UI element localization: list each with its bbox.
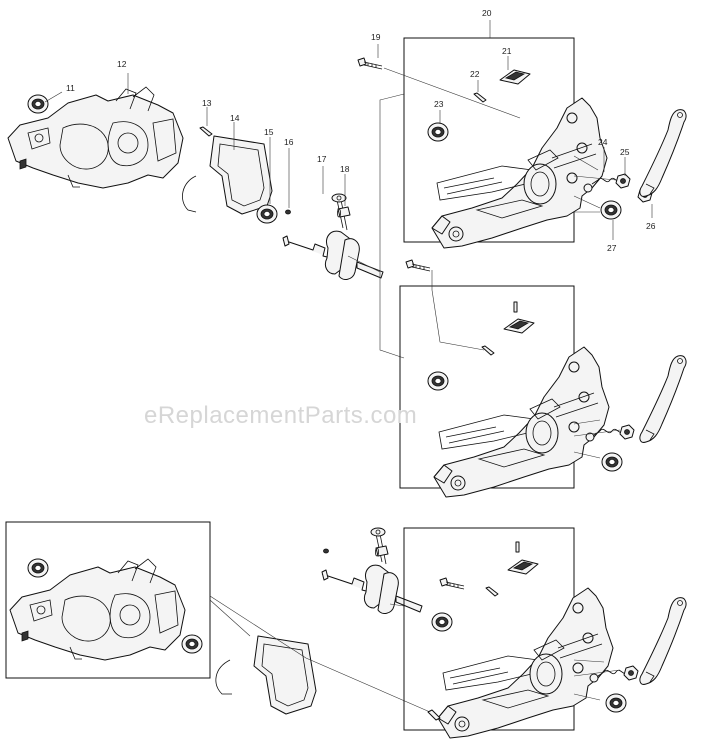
watermark: eReplacementParts.com [144, 402, 417, 429]
crankshaft-part-17 [282, 193, 384, 280]
callout-label-15: 15 [264, 127, 274, 137]
callout-label-23: 23 [434, 99, 444, 109]
seal-part-15 [256, 204, 278, 224]
pin-part-22 [473, 92, 487, 103]
snap-ring-part [182, 175, 197, 213]
callout-label-11: 11 [66, 83, 75, 93]
housing-part-20 [431, 97, 608, 249]
nut-part-25 [615, 173, 631, 189]
callout-label-27: 27 [607, 243, 617, 253]
callout-label-17: 17 [317, 154, 327, 164]
bolt-part [405, 259, 431, 272]
pin-part-13 [199, 126, 213, 137]
callout-label-20: 20 [482, 8, 492, 18]
callout-label-12: 12 [117, 59, 127, 69]
seal-part [27, 558, 49, 578]
seal-part-23 [427, 122, 449, 142]
pin-part [427, 709, 441, 721]
pin-part [513, 301, 518, 313]
lever-part [639, 597, 687, 685]
callout-label-19: 19 [371, 32, 381, 42]
callout-label-24: 24 [598, 137, 608, 147]
callout-label-26: 26 [646, 221, 656, 231]
callout-label-25: 25 [620, 147, 630, 157]
callout-label-14: 14 [230, 113, 240, 123]
gasket-part [253, 635, 317, 715]
crankshaft-part [321, 527, 423, 614]
callout-labels: 11 12 13 14 15 16 17 18 19 20 21 22 23 24 25 26 27 [66, 8, 656, 253]
callout-label-21: 21 [502, 46, 512, 56]
callout-label-16: 16 [284, 137, 294, 147]
housing-part [432, 560, 638, 738]
snap-ring-part [215, 659, 232, 695]
bolt-part [439, 577, 465, 590]
key-part-16 [285, 209, 291, 215]
callout-label-22: 22 [470, 69, 480, 79]
seal-part-27 [600, 200, 622, 220]
sleeve-part-18 [337, 206, 351, 218]
seal-part-11 [27, 94, 49, 114]
callout-label-18: 18 [340, 164, 350, 174]
bolt-part-19 [357, 57, 383, 70]
lever-part [639, 109, 687, 197]
callout-label-13: 13 [202, 98, 212, 108]
lever-part [639, 355, 687, 443]
gasket-part-14 [209, 135, 273, 215]
sleeve-part [375, 545, 389, 557]
pin-part [515, 541, 520, 553]
key-part [323, 548, 329, 554]
seal-part [181, 634, 203, 654]
clip-part-21 [499, 69, 531, 85]
